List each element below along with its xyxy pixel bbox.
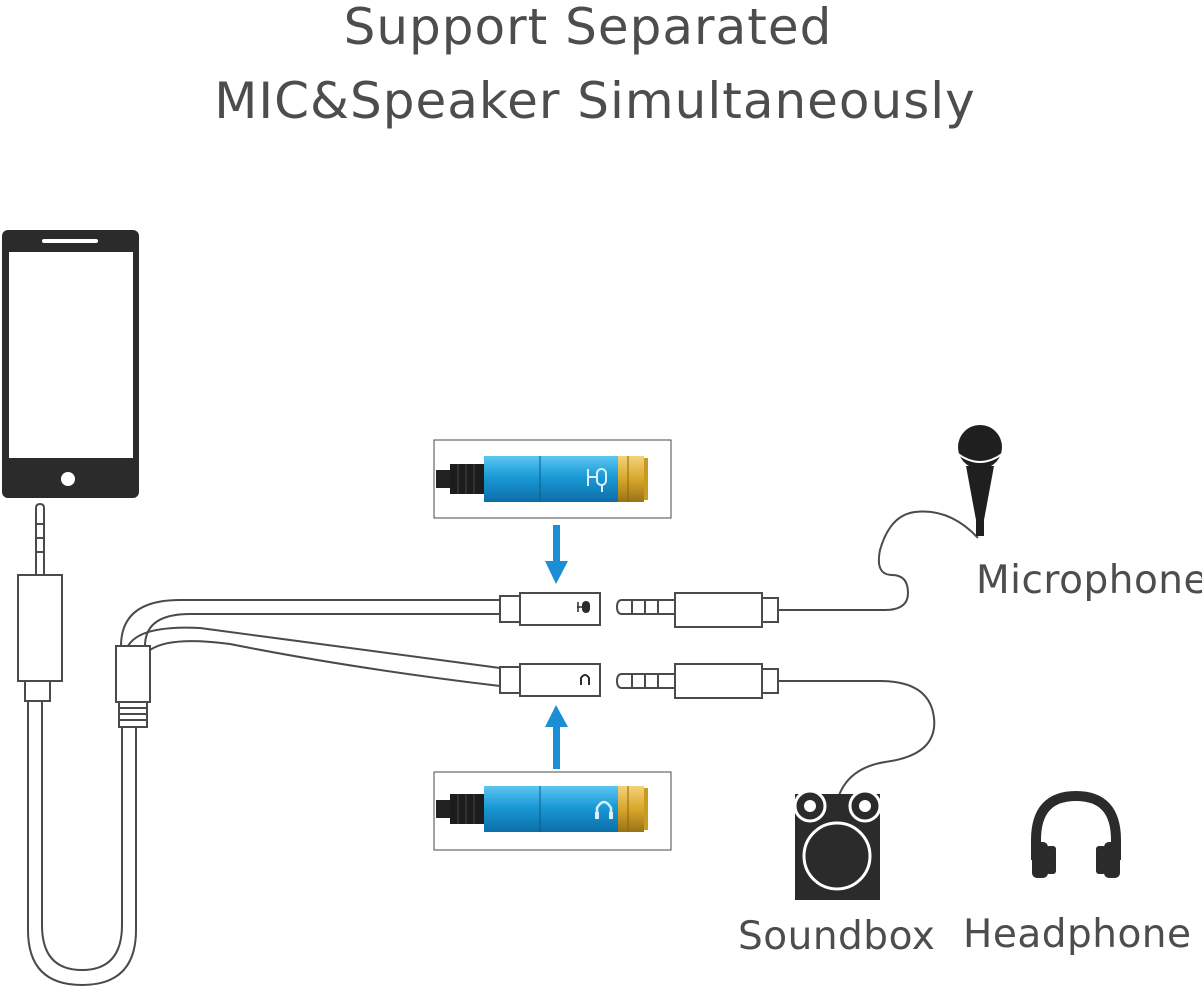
- headphone-label: Headphone: [963, 912, 1192, 957]
- headphone-symbol-icon: [580, 674, 590, 685]
- arrow-up-icon: [545, 705, 568, 769]
- mic-symbol-icon: [577, 601, 590, 613]
- mic-plug: [615, 592, 779, 628]
- mic-cable: [778, 510, 979, 611]
- soundbox-label: Soundbox: [738, 914, 936, 959]
- headphone-jack-photo: [433, 771, 672, 851]
- main-plug: [17, 502, 63, 702]
- splitter-body: [115, 645, 151, 728]
- soundbox-cable: [778, 680, 936, 799]
- arrow-down-icon: [545, 525, 568, 584]
- microphone-icon: [957, 425, 1003, 536]
- main-cable: [27, 701, 137, 987]
- mic-jack-photo: [433, 439, 672, 519]
- title-line-1: Support Separated: [343, 0, 833, 56]
- headphone-icon: [1031, 790, 1121, 878]
- soundbox-icon: [793, 789, 882, 900]
- phone-icon: [2, 230, 139, 498]
- mic-female-connector: [499, 592, 601, 626]
- headphone-plug: [615, 663, 779, 699]
- split-cables: [120, 599, 501, 687]
- title-line-2: MIC&Speaker Simultaneously: [214, 72, 976, 130]
- headphone-female-connector: [499, 663, 601, 697]
- microphone-label: Microphone: [976, 558, 1202, 603]
